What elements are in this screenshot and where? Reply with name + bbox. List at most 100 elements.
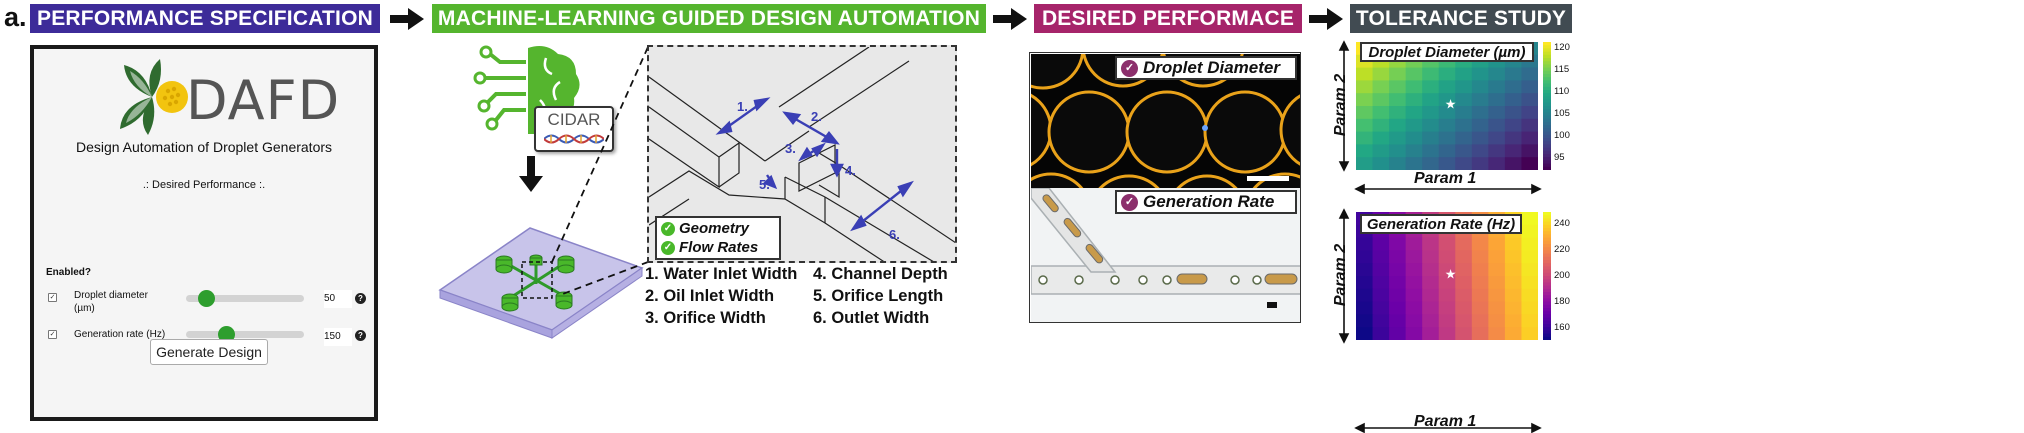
help-icon[interactable]: ? — [355, 330, 366, 341]
heatmap-cell — [1356, 131, 1374, 145]
heatmap-cell — [1471, 80, 1489, 94]
geometry-label: Geometry — [679, 220, 750, 237]
channel-3d-drawing — [649, 47, 955, 261]
colorbar-segment — [1543, 256, 1551, 261]
heatmap-cell — [1471, 250, 1489, 264]
generate-design-button[interactable]: Generate Design — [150, 339, 268, 365]
heatmap-cell — [1455, 93, 1473, 107]
droplet-diameter-slider[interactable] — [186, 295, 304, 302]
annotation-number: 2. — [811, 109, 822, 124]
heatmap-cell — [1422, 157, 1440, 170]
heatmap-cell — [1405, 131, 1423, 145]
heatmap-cell — [1488, 131, 1506, 145]
colorbar-segment — [1543, 288, 1551, 293]
droplet-diameter-checkbox[interactable]: ✓ — [48, 293, 57, 302]
colorbar-segment — [1543, 125, 1551, 129]
heatmap-cell — [1504, 263, 1523, 277]
colorbar-tick: 100 — [1554, 130, 1570, 141]
heatmap-cell — [1356, 314, 1374, 328]
heatmap-cell — [1471, 314, 1489, 328]
droplet-diameter-slider-thumb[interactable] — [198, 290, 215, 307]
heatmap-cell — [1372, 131, 1390, 145]
heatmap-cell — [1438, 106, 1456, 120]
heatmap-cell — [1422, 301, 1440, 315]
heatmap-cell — [1504, 314, 1523, 328]
colorbar-segment — [1543, 163, 1551, 168]
heatmap-cell — [1389, 157, 1407, 170]
colorbar-segment — [1543, 157, 1551, 161]
heatmap-cell — [1488, 118, 1506, 133]
heatmap-cell — [1372, 93, 1390, 107]
heatmap-cell — [1488, 80, 1506, 94]
heatmap-cell — [1389, 263, 1407, 277]
heatmap-cell — [1438, 237, 1456, 251]
heatmap-cell — [1488, 250, 1506, 264]
droplet-micrograph: ✓ Droplet Diameter — [1031, 54, 1301, 188]
heatmap-cell — [1405, 301, 1423, 315]
generation-rate-badge: ✓ Generation Rate — [1115, 190, 1297, 214]
colorbar-segment — [1543, 96, 1551, 101]
colorbar-segment — [1543, 70, 1551, 75]
colorbar-tick: 200 — [1554, 270, 1570, 281]
heatmap-cell — [1521, 237, 1538, 251]
heatmap-cell — [1504, 288, 1523, 303]
flow-rates-label: Flow Rates — [679, 239, 759, 256]
heatmap-cell — [1504, 93, 1523, 107]
heatmap-cell — [1389, 118, 1407, 133]
parameter-item: 6. Outlet Width — [813, 309, 930, 327]
cidar-logo: CIDAR — [534, 106, 614, 152]
heatmap-cell — [1372, 144, 1390, 158]
parameter-item: 2. Oil Inlet Width — [645, 287, 775, 305]
colorbar-segment — [1543, 138, 1551, 142]
heatmap-cell — [1455, 118, 1473, 133]
heatmap-cell — [1356, 118, 1374, 133]
heatmap-cell — [1471, 131, 1489, 145]
heatmap-cell — [1455, 301, 1473, 315]
heatmap-cell — [1521, 263, 1538, 277]
colorbar-segment — [1543, 154, 1551, 158]
heatmap-cell — [1438, 118, 1456, 133]
heatmap-cell — [1488, 144, 1506, 158]
heatmap-cell — [1422, 314, 1440, 328]
colorbar-tick: 110 — [1554, 86, 1570, 97]
heatmap-cell — [1438, 314, 1456, 328]
generation-micrograph: ✓ Generation Rate — [1031, 188, 1301, 322]
geometry-flowrate-checklist: ✓ Geometry ✓ Flow Rates — [655, 216, 781, 260]
heatmap-cell — [1372, 263, 1390, 277]
heatmap-cell — [1521, 224, 1538, 239]
heatmap-cell — [1372, 250, 1390, 264]
colorbar-segment — [1543, 253, 1551, 258]
help-icon[interactable]: ? — [355, 293, 366, 304]
heatmap-cell — [1455, 106, 1473, 120]
generation-rate-slider[interactable] — [186, 331, 304, 338]
generation-rate-colorbar — [1543, 212, 1551, 340]
colorbar-segment — [1543, 263, 1551, 267]
colorbar-segment — [1543, 77, 1551, 81]
heatmap-cell — [1504, 237, 1523, 251]
colorbar-segment — [1543, 218, 1551, 223]
heatmap-cell — [1372, 276, 1390, 290]
heatmap-cell — [1422, 276, 1440, 290]
check-circle-icon: ✓ — [1121, 59, 1138, 77]
colorbar-segment — [1543, 282, 1551, 287]
heatmap-cell — [1471, 67, 1489, 81]
heatmap-cell — [1504, 301, 1523, 315]
banner-desired-performance: DESIRED PERFORMACE — [1034, 4, 1302, 33]
heatmap-cell — [1356, 144, 1374, 158]
heatmap-cell — [1389, 237, 1407, 251]
generation-rate-checkbox[interactable]: ✓ — [48, 330, 57, 339]
x-axis-label: Param 1 — [1414, 170, 1477, 187]
generation-rate-input[interactable]: 150 — [324, 328, 352, 346]
heatmap-cell — [1356, 250, 1374, 264]
heatmap-cell — [1438, 67, 1456, 81]
heatmap-cell — [1372, 301, 1390, 315]
heatmap-cell — [1488, 67, 1506, 81]
heatmap-cell — [1356, 327, 1374, 340]
colorbar-segment — [1543, 336, 1551, 340]
heatmap-cell — [1389, 93, 1407, 107]
generation-rate-slider-thumb[interactable] — [218, 326, 235, 343]
colorbar-segment — [1543, 333, 1551, 338]
droplet-diameter-input[interactable]: 50 — [324, 290, 352, 308]
heatmap-cell — [1504, 157, 1523, 170]
colorbar-segment — [1543, 58, 1551, 62]
